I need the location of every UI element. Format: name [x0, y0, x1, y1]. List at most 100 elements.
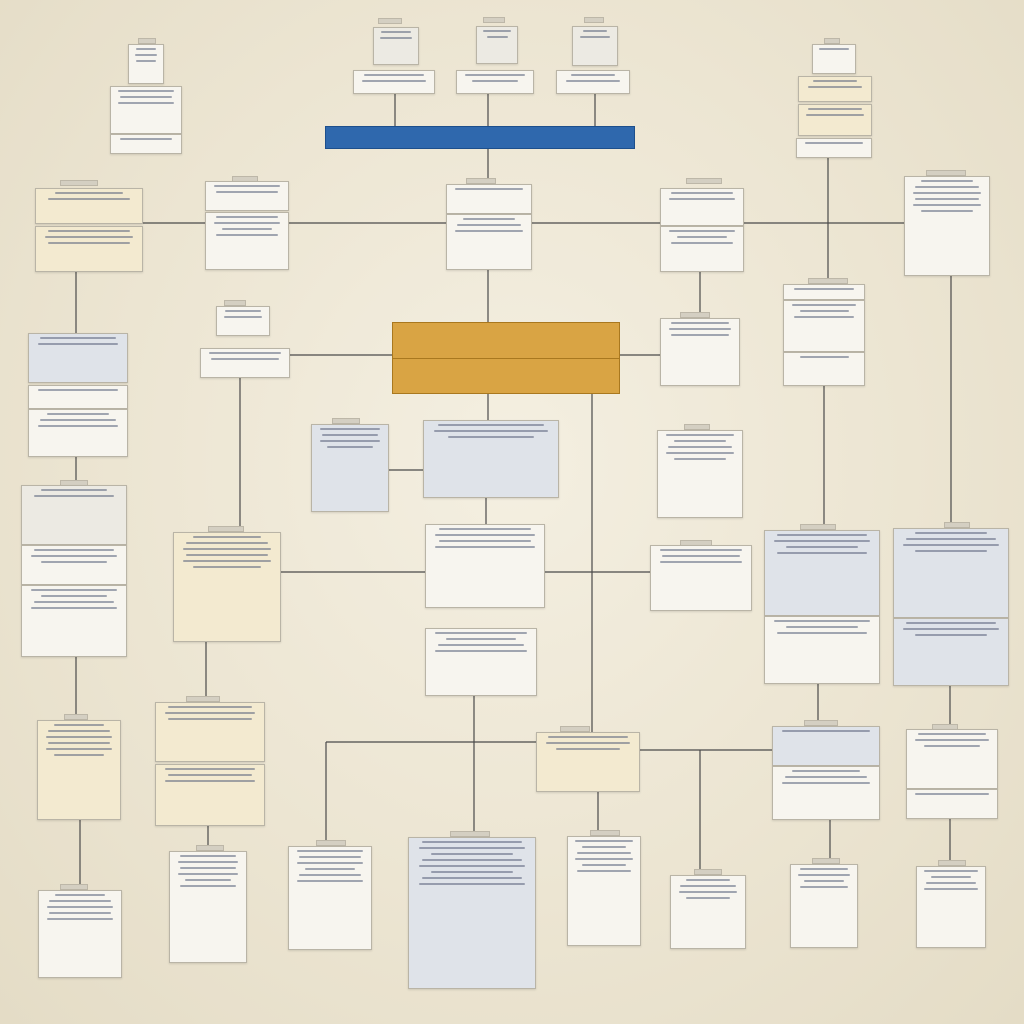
- text-placeholder-line: [193, 566, 261, 568]
- diagram-node-1[interactable]: [373, 27, 419, 65]
- diagram-node-2[interactable]: [476, 26, 518, 64]
- text-placeholder-line: [118, 90, 174, 92]
- diagram-node-32[interactable]: [311, 424, 389, 512]
- diagram-node-3[interactable]: [572, 26, 618, 66]
- text-placeholder-line: [665, 452, 735, 454]
- diagram-node-16[interactable]: [205, 181, 289, 211]
- diagram-node-56[interactable]: [288, 846, 372, 950]
- text-placeholder-line: [915, 198, 979, 200]
- text-placeholder-line: [361, 80, 427, 82]
- central-node[interactable]: [392, 322, 620, 394]
- diagram-node-4[interactable]: [353, 70, 435, 94]
- diagram-node-26[interactable]: [28, 385, 128, 409]
- diagram-node-6[interactable]: [556, 70, 630, 94]
- top-banner: [325, 126, 635, 149]
- text-placeholder-line: [668, 446, 732, 448]
- node-section: [201, 349, 289, 377]
- node-section: [22, 546, 126, 584]
- text-placeholder-line: [555, 748, 621, 750]
- node-section: [426, 629, 536, 695]
- diagram-node-30[interactable]: [783, 352, 865, 386]
- text-placeholder-line: [915, 739, 989, 741]
- diagram-node-24[interactable]: [200, 348, 290, 378]
- text-placeholder-line: [582, 846, 626, 848]
- diagram-node-10[interactable]: [812, 44, 856, 74]
- diagram-node-57[interactable]: [408, 837, 536, 989]
- diagram-node-44[interactable]: [893, 618, 1009, 686]
- text-placeholder-line: [299, 874, 361, 876]
- diagram-node-17[interactable]: [205, 212, 289, 270]
- diagram-node-15[interactable]: [35, 226, 143, 272]
- diagram-node-36[interactable]: [21, 545, 127, 585]
- diagram-node-55[interactable]: [169, 851, 247, 963]
- diagram-node-50[interactable]: [772, 726, 880, 766]
- diagram-node-42[interactable]: [764, 616, 880, 684]
- diagram-node-22[interactable]: [904, 176, 990, 276]
- text-placeholder-line: [671, 192, 733, 194]
- diagram-node-19[interactable]: [446, 214, 532, 270]
- text-placeholder-line: [921, 180, 973, 182]
- diagram-node-58[interactable]: [567, 836, 641, 946]
- text-placeholder-line: [304, 868, 356, 870]
- diagram-node-18[interactable]: [446, 184, 532, 214]
- diagram-node-52[interactable]: [906, 729, 998, 789]
- node-section: [29, 334, 127, 382]
- node-tab-3: [584, 17, 604, 23]
- diagram-node-7[interactable]: [128, 44, 164, 84]
- diagram-node-43[interactable]: [893, 528, 1009, 618]
- diagram-node-46[interactable]: [37, 720, 121, 820]
- diagram-node-48[interactable]: [155, 764, 265, 826]
- diagram-node-39[interactable]: [425, 524, 545, 608]
- node-tab-27: [196, 845, 224, 851]
- diagram-node-33[interactable]: [423, 420, 559, 498]
- diagram-node-11[interactable]: [798, 76, 872, 102]
- diagram-node-41[interactable]: [764, 530, 880, 616]
- node-tab-15: [684, 424, 710, 430]
- text-placeholder-line: [118, 102, 174, 104]
- node-tab-20: [944, 522, 970, 528]
- text-placeholder-line: [164, 768, 256, 770]
- node-section: [457, 71, 533, 93]
- diagram-node-59[interactable]: [670, 875, 746, 949]
- text-placeholder-line: [319, 440, 381, 442]
- diagram-node-28[interactable]: [783, 284, 865, 300]
- text-placeholder-line: [808, 86, 862, 88]
- text-placeholder-line: [40, 337, 116, 339]
- diagram-node-47[interactable]: [155, 702, 265, 762]
- diagram-node-51[interactable]: [772, 766, 880, 820]
- diagram-node-31[interactable]: [660, 318, 740, 386]
- diagram-node-25[interactable]: [28, 333, 128, 383]
- text-placeholder-line: [33, 601, 115, 603]
- diagram-node-23[interactable]: [216, 306, 270, 336]
- diagram-node-53[interactable]: [906, 789, 998, 819]
- diagram-node-37[interactable]: [21, 585, 127, 657]
- diagram-node-60[interactable]: [790, 864, 858, 948]
- diagram-node-14[interactable]: [35, 188, 143, 224]
- diagram-node-9[interactable]: [110, 134, 182, 154]
- text-placeholder-line: [914, 634, 988, 636]
- diagram-node-40[interactable]: [650, 545, 752, 611]
- diagram-node-13[interactable]: [796, 138, 872, 158]
- diagram-node-45[interactable]: [425, 628, 537, 696]
- text-placeholder-line: [44, 236, 134, 238]
- diagram-node-38[interactable]: [173, 532, 281, 642]
- diagram-node-20[interactable]: [660, 188, 744, 226]
- text-placeholder-line: [213, 222, 281, 224]
- diagram-node-8[interactable]: [110, 86, 182, 134]
- diagram-node-29[interactable]: [783, 300, 865, 352]
- diagram-node-12[interactable]: [798, 104, 872, 136]
- diagram-node-49[interactable]: [536, 732, 640, 792]
- diagram-node-5[interactable]: [456, 70, 534, 94]
- text-placeholder-line: [777, 534, 867, 536]
- diagram-node-35[interactable]: [21, 485, 127, 545]
- text-placeholder-line: [167, 718, 253, 720]
- diagram-node-21[interactable]: [660, 226, 744, 272]
- diagram-node-61[interactable]: [916, 866, 986, 948]
- diagram-node-27[interactable]: [28, 409, 128, 457]
- diagram-node-54[interactable]: [38, 890, 122, 978]
- text-placeholder-line: [47, 230, 131, 232]
- diagram-node-34[interactable]: [657, 430, 743, 518]
- node-section: [784, 301, 864, 351]
- text-placeholder-line: [793, 316, 855, 318]
- text-placeholder-line: [774, 540, 870, 542]
